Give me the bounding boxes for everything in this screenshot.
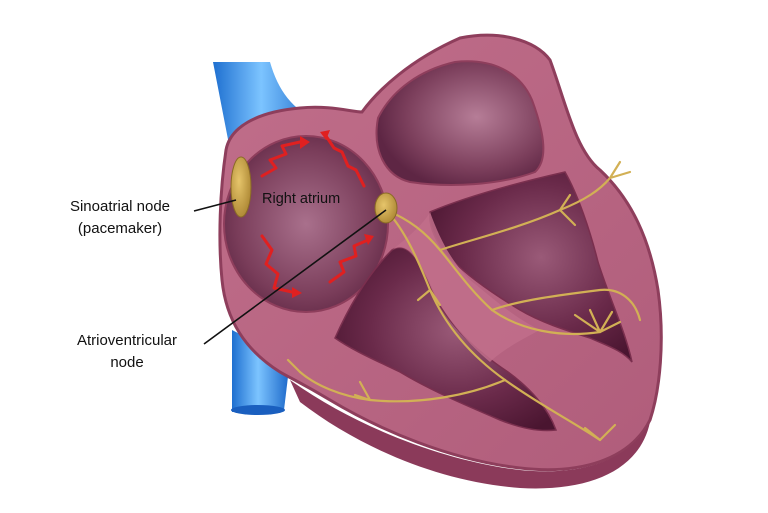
sinoatrial-leader-line xyxy=(193,199,237,212)
signal-arrows xyxy=(260,134,370,294)
sinoatrial-label-line2: (pacemaker) xyxy=(77,220,163,237)
sinoatrial-label-line1: Sinoatrial node xyxy=(69,198,171,215)
atrioventricular-node-label: Atrioventricular node xyxy=(52,330,202,374)
sinoatrial-node xyxy=(230,156,252,218)
sinoatrial-node-label: Sinoatrial node (pacemaker) xyxy=(38,196,202,240)
left-atrium xyxy=(375,60,545,186)
left-ventricle xyxy=(429,171,633,363)
atrioventricular-node xyxy=(374,192,398,224)
right-atrium-label: Right atrium xyxy=(262,188,368,210)
right-atrium-label-text: Right atrium xyxy=(262,191,341,207)
conduction-fibers xyxy=(286,160,642,442)
av-label-line2: node xyxy=(110,354,144,371)
septum xyxy=(392,212,540,362)
av-node-leader-line xyxy=(203,209,387,345)
right-atrium-chamber xyxy=(223,135,389,313)
signal-arrowheads xyxy=(292,130,374,298)
av-label-line1: Atrioventricular xyxy=(76,332,178,349)
